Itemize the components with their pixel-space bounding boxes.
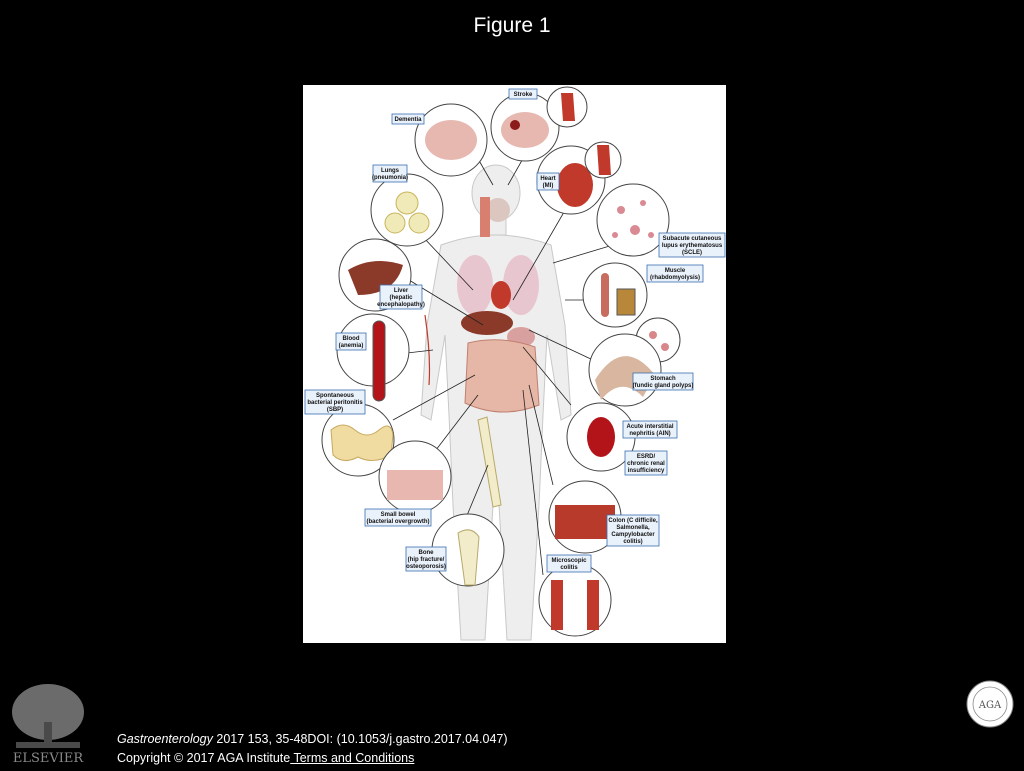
svg-text:Bone: Bone (419, 550, 435, 556)
svg-text:Spontaneous: Spontaneous (316, 393, 355, 399)
svg-text:Campylobacter: Campylobacter (611, 532, 655, 538)
elsevier-tree-icon: ELSEVIER (12, 684, 85, 766)
svg-text:insufficiency: insufficiency (628, 468, 665, 474)
aga-seal: AGA (966, 680, 1014, 728)
svg-text:encephalopathy): encephalopathy) (377, 302, 425, 308)
svg-text:Dementia: Dementia (394, 117, 422, 123)
citation-details: 2017 153, 35-48DOI: (10.1053/j.gastro.20… (212, 732, 508, 746)
label-heart: Heart (MI) (536, 172, 560, 191)
muscle-inset (582, 262, 648, 328)
label-stomach: Stomach (fundic gland polyps) (632, 372, 694, 391)
label-muscle: Muscle (rhabdomyolysis) (646, 264, 704, 283)
label-microscopic-colitis: Microscopic colitis (546, 554, 592, 573)
label-dementia: Dementia (391, 113, 425, 125)
citation-footer: Gastroenterology 2017 153, 35-48DOI: (10… (117, 730, 508, 768)
arm-vessel (424, 314, 431, 386)
journal-name: Gastroenterology (117, 732, 213, 746)
svg-text:(MI): (MI) (543, 183, 554, 189)
labels: Stroke Dementia Lungs (pneumonia) Heart … (304, 88, 726, 573)
label-ain: Acute interstitial nephritis (AIN) (622, 420, 678, 439)
terms-and-conditions-link[interactable]: Terms and Conditions (290, 751, 415, 765)
svg-text:osteoporosis): osteoporosis) (406, 564, 446, 570)
inset-circles (321, 86, 681, 637)
svg-text:Muscle: Muscle (665, 268, 686, 274)
svg-text:colitis): colitis) (623, 539, 642, 545)
label-bone: Bone (hip fracture/ osteoporosis) (405, 546, 447, 572)
label-stroke: Stroke (508, 88, 538, 100)
label-scle: Subacute cutaneous lupus erythematosus (… (658, 232, 726, 258)
copyright-text: Copyright © 2017 AGA Institute (117, 751, 291, 765)
microscopic-colitis-inset (538, 563, 612, 637)
svg-text:(bacterial overgrowth): (bacterial overgrowth) (366, 519, 429, 525)
svg-text:Salmonella,: Salmonella, (616, 525, 650, 531)
svg-text:Lungs: Lungs (381, 168, 400, 174)
label-colon: Colon (C difficile, Salmonella, Campylob… (606, 514, 660, 547)
svg-text:Acute interstitial: Acute interstitial (626, 424, 673, 430)
svg-text:ESRD/: ESRD/ (637, 454, 656, 460)
svg-text:(hepatic: (hepatic (389, 295, 413, 301)
svg-text:Heart: Heart (540, 176, 555, 182)
svg-text:(fundic gland polyps): (fundic gland polyps) (633, 383, 694, 389)
svg-text:(anemia): (anemia) (339, 343, 364, 349)
label-sbp: Spontaneous bacterial peritonitis (SBP) (304, 389, 366, 415)
label-liver: Liver (hepatic encephalopathy) (377, 284, 425, 310)
svg-text:Stomach: Stomach (650, 376, 676, 382)
svg-text:Stroke: Stroke (514, 92, 533, 98)
svg-text:Blood: Blood (343, 336, 360, 342)
svg-text:chronic renal: chronic renal (627, 461, 665, 467)
svg-text:(pneumonia): (pneumonia) (372, 175, 408, 181)
svg-text:(rhabdomyolysis): (rhabdomyolysis) (650, 275, 700, 281)
svg-text:(SCLE): (SCLE) (682, 250, 702, 256)
svg-text:Liver: Liver (394, 288, 409, 294)
svg-text:Microscopic: Microscopic (551, 558, 587, 564)
svg-text:Small bowel: Small bowel (381, 512, 416, 518)
svg-text:colitis: colitis (560, 565, 578, 571)
citation-line: Gastroenterology 2017 153, 35-48DOI: (10… (117, 730, 508, 749)
femur-bone (477, 416, 502, 508)
svg-text:lupus erythematosus: lupus erythematosus (662, 243, 723, 249)
svg-text:(hip fracture/: (hip fracture/ (408, 557, 445, 563)
adverse-effects-diagram: Stroke Dementia Lungs (pneumonia) Heart … (304, 86, 726, 641)
copyright-line: Copyright © 2017 AGA Institute Terms and… (117, 749, 508, 768)
elsevier-logo: ELSEVIER (8, 682, 88, 766)
aga-seal-icon: AGA (966, 680, 1014, 728)
svg-text:nephritis (AIN): nephritis (AIN) (629, 431, 670, 437)
label-blood: Blood (anemia) (335, 332, 367, 351)
figure-panel: Stroke Dementia Lungs (pneumonia) Heart … (303, 85, 726, 643)
label-lungs: Lungs (pneumonia) (372, 164, 408, 183)
svg-text:AGA: AGA (978, 700, 1002, 711)
svg-text:bacterial peritonitis: bacterial peritonitis (307, 400, 363, 406)
svg-text:Subacute cutaneous: Subacute cutaneous (663, 236, 722, 242)
svg-text:(SBP): (SBP) (327, 407, 343, 413)
label-esrd: ESRD/ chronic renal insufficiency (624, 450, 668, 476)
label-small-bowel: Small bowel (bacterial overgrowth) (364, 508, 432, 527)
elsevier-wordmark: ELSEVIER (13, 751, 85, 766)
slide-title: Figure 1 (473, 14, 551, 37)
svg-text:Colon (C difficile,: Colon (C difficile, (608, 518, 658, 524)
skin-inset (596, 183, 670, 257)
